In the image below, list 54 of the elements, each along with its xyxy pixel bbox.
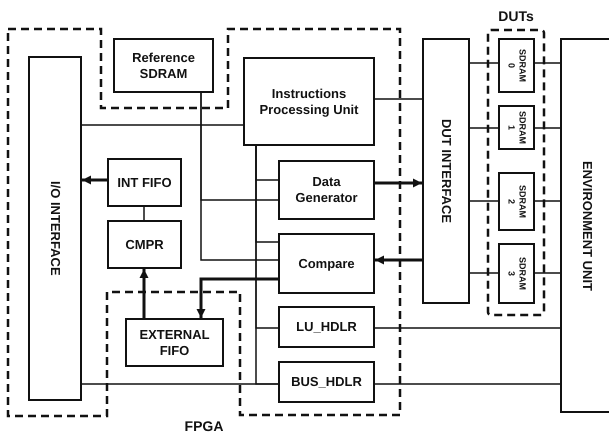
group-label: DUTs (497, 8, 535, 24)
block-box (113, 38, 214, 93)
group-label: FPGA (184, 418, 224, 434)
block-label: SDRAM 3 (506, 256, 528, 292)
connector-line (375, 98, 422, 100)
connector-line (535, 127, 560, 129)
block-box (278, 233, 375, 294)
connector-line (535, 62, 560, 64)
block-box (422, 38, 470, 304)
connector-line (82, 383, 278, 385)
connector-line (535, 200, 560, 202)
block-box (107, 220, 182, 269)
connector-line (375, 327, 560, 329)
block-box (498, 172, 535, 231)
block-label: CMPR (125, 236, 164, 252)
connector-line (200, 93, 278, 261)
block-box (278, 361, 375, 403)
arrow (82, 176, 107, 184)
connector-line (375, 383, 560, 385)
block-box (125, 318, 224, 367)
block-label: SDRAM 1 (506, 110, 528, 146)
arrow (375, 256, 422, 264)
connector-line (470, 272, 498, 274)
connector-line (470, 127, 498, 129)
block-label: INT FIFO (117, 174, 172, 190)
block-box (28, 56, 82, 401)
block-box (278, 306, 375, 348)
block-label: SDRAM 0 (506, 48, 528, 84)
block-label: EXTERNAL FIFO (138, 326, 211, 358)
block-label: Instructions Processing Unit (258, 86, 360, 118)
block-label: BUS_HDLR (291, 374, 362, 390)
block-box (498, 105, 535, 150)
block-box (498, 243, 535, 304)
block-label: SDRAM 2 (506, 184, 528, 220)
block-label: Reference SDRAM (131, 50, 196, 82)
connector-line (470, 200, 498, 202)
connector-line (470, 62, 498, 64)
arrow (140, 269, 148, 318)
block-box (560, 38, 609, 413)
connector-line (143, 207, 145, 220)
block-label: Compare (298, 256, 355, 272)
block-label: I/O INTERFACE (47, 181, 63, 276)
arrow (375, 178, 422, 188)
block-box (498, 38, 535, 93)
block-label: DUT INTERFACE (438, 119, 454, 223)
block-label: LU_HDLR (296, 319, 357, 335)
arrow (196, 278, 278, 318)
block-box (107, 158, 182, 207)
connector-line (535, 272, 560, 274)
connector-line (82, 124, 243, 126)
block-box (243, 57, 375, 146)
block-label: ENVIRONMENT UNIT (579, 160, 595, 290)
block-box (278, 160, 375, 220)
block-label: Data Generator (294, 174, 359, 206)
